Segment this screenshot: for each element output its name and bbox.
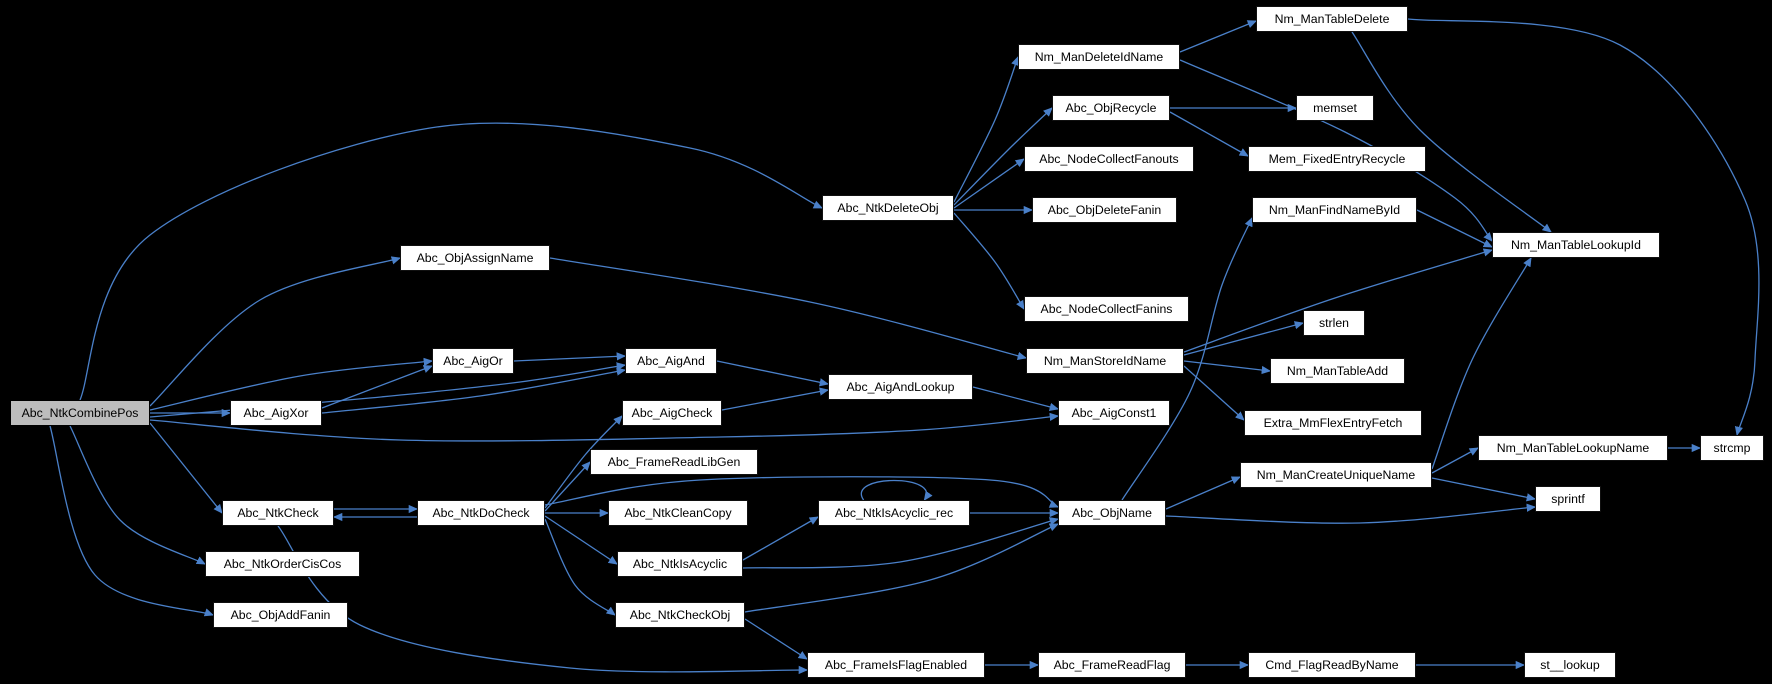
- edge-mantabledelete-mantablelookupid: [1351, 31, 1552, 233]
- edge-manstoreidname-strlen: [1183, 321, 1305, 356]
- edge-combinepos-objaddfanin: [49, 425, 214, 617]
- edge-ntkdeleteobj-objrecycle: [953, 107, 1053, 206]
- graph-node-strlen[interactable]: strlen: [1303, 310, 1365, 336]
- graph-node-extrammflexentryfetch[interactable]: Extra_MmFlexEntryFetch: [1244, 410, 1422, 436]
- graph-node-framereadlibgen[interactable]: Abc_FrameReadLibGen: [590, 449, 758, 475]
- edge-ntkdocheck-aigcheck: [544, 415, 623, 509]
- edge-objname-manfindnamebyid: [1121, 217, 1253, 501]
- graph-node-aigconst1[interactable]: Abc_AigConst1: [1058, 400, 1170, 426]
- edge-ntkisacyclicrec-ntkisacyclicrec: [860, 479, 933, 501]
- edge-combinepos-ntkdeleteobj: [79, 122, 823, 401]
- edge-ntkcheckobj-objname: [744, 523, 1059, 613]
- graph-node-combinepos[interactable]: Abc_NtkCombinePos: [10, 400, 150, 426]
- edge-ntkdocheck-objname: [544, 476, 1059, 508]
- graph-node-ntkcheckobj[interactable]: Abc_NtkCheckObj: [615, 602, 745, 628]
- edge-aigor-aigand: [513, 352, 627, 362]
- graph-node-aigxor[interactable]: Abc_AigXor: [230, 400, 322, 426]
- edge-ntkdeleteobj-mandeleteidname: [953, 56, 1020, 203]
- graph-node-aigcheck[interactable]: Abc_AigCheck: [622, 400, 722, 426]
- graph-node-objname[interactable]: Abc_ObjName: [1058, 500, 1166, 526]
- edge-objassignname-manstoreidname: [549, 257, 1028, 360]
- graph-node-mantablelookupid[interactable]: Nm_ManTableLookupId: [1492, 232, 1660, 258]
- edge-combinepos-aigor: [149, 357, 434, 411]
- edge-aigxor-aigor: [321, 365, 433, 409]
- edge-aigxor-aigand: [321, 367, 627, 414]
- edge-manstoreidname-mantablelookupid: [1183, 248, 1493, 353]
- edge-ntkisacyclic-objname: [742, 517, 1060, 569]
- graph-node-nodecollectfanouts[interactable]: Abc_NodeCollectFanouts: [1024, 146, 1194, 172]
- edge-combinepos-ntkorderciscos: [69, 425, 206, 565]
- graph-node-sprintf[interactable]: sprintf: [1535, 486, 1601, 512]
- edge-mantabledelete-strcmp: [1407, 18, 1760, 437]
- graph-node-mantableadd[interactable]: Nm_ManTableAdd: [1270, 358, 1405, 384]
- graph-node-mandeleteidname[interactable]: Nm_ManDeleteIdName: [1018, 44, 1180, 70]
- edge-aigcheck-aigandlookup: [721, 387, 830, 411]
- graph-node-objdeletefanin[interactable]: Abc_ObjDeleteFanin: [1032, 197, 1177, 223]
- edge-aigand-aigandlookup: [716, 360, 830, 387]
- graph-node-ntkdocheck[interactable]: Abc_NtkDoCheck: [417, 500, 545, 526]
- graph-node-ntkorderciscos[interactable]: Abc_NtkOrderCisCos: [205, 551, 360, 577]
- graph-node-objrecycle[interactable]: Abc_ObjRecycle: [1052, 95, 1170, 121]
- graph-node-memfixedentryrecycle[interactable]: Mem_FixedEntryRecycle: [1248, 146, 1426, 172]
- graph-node-nodecollectfanins[interactable]: Abc_NodeCollectFanins: [1024, 296, 1189, 322]
- graph-node-ntkisacyclic[interactable]: Abc_NtkIsAcyclic: [617, 551, 743, 577]
- graph-node-mantablelookupname[interactable]: Nm_ManTableLookupName: [1478, 435, 1668, 461]
- graph-node-mancreateuniquename[interactable]: Nm_ManCreateUniqueName: [1240, 462, 1432, 488]
- graph-node-memset[interactable]: memset: [1296, 95, 1374, 121]
- graph-node-ntkcleancopy[interactable]: Abc_NtkCleanCopy: [608, 500, 748, 526]
- edge-combinepos-ntkcheck: [149, 422, 223, 514]
- edge-ntkcheck-frameisflagenabled: [277, 525, 809, 675]
- graph-node-framereadflag[interactable]: Abc_FrameReadFlag: [1038, 652, 1186, 678]
- edge-combinepos-aigconst1: [149, 412, 1060, 442]
- edge-ntkdocheck-framereadlibgen: [544, 461, 591, 512]
- graph-node-aigandlookup[interactable]: Abc_AigAndLookup: [828, 374, 973, 400]
- edge-combinepos-aigand: [149, 362, 627, 418]
- graph-node-stlookup[interactable]: st__lookup: [1524, 652, 1616, 678]
- graph-node-objassignname[interactable]: Abc_ObjAssignName: [400, 245, 550, 271]
- edge-manfindnamebyid-mantablelookupid: [1416, 209, 1493, 248]
- graph-node-mantabledelete[interactable]: Nm_ManTableDelete: [1256, 6, 1408, 32]
- edge-mancreateuniquename-mantablelookupname: [1431, 447, 1479, 474]
- edge-aigandlookup-aigconst1: [972, 386, 1060, 411]
- edge-ntkisacyclic-ntkisacyclicrec: [742, 516, 819, 561]
- graph-node-manstoreidname[interactable]: Nm_ManStoreIdName: [1026, 348, 1184, 374]
- graph-node-cmdflagreadbyname[interactable]: Cmd_FlagReadByName: [1248, 652, 1416, 678]
- graph-node-aigor[interactable]: Abc_AigOr: [432, 348, 514, 374]
- graph-node-ntkdeleteobj[interactable]: Abc_NtkDeleteObj: [822, 195, 954, 221]
- edge-ntkdocheck-ntkisacyclic: [544, 515, 618, 565]
- graph-node-strcmp[interactable]: strcmp: [1700, 435, 1764, 461]
- graph-node-frameisflagenabled[interactable]: Abc_FrameIsFlagEnabled: [807, 652, 985, 678]
- graph-node-aigand[interactable]: Abc_AigAnd: [625, 348, 717, 374]
- edge-objname-sprintf: [1165, 503, 1537, 524]
- edge-mancreateuniquename-sprintf: [1431, 477, 1537, 502]
- graph-node-ntkcheck[interactable]: Abc_NtkCheck: [222, 500, 334, 526]
- graph-node-objaddfanin[interactable]: Abc_ObjAddFanin: [213, 602, 348, 628]
- edge-objrecycle-memfixedentryrecycle: [1169, 111, 1249, 157]
- edge-mancreateuniquename-mantablelookupid: [1431, 257, 1532, 470]
- edge-ntkdeleteobj-nodecollectfanouts: [953, 158, 1025, 209]
- edge-ntkcheckobj-frameisflagenabled: [744, 618, 808, 660]
- edge-mandeleteidname-mantabledelete: [1179, 20, 1257, 53]
- graph-node-manfindnamebyid[interactable]: Nm_ManFindNameById: [1252, 197, 1417, 223]
- edge-ntkdeleteobj-nodecollectfanins: [953, 212, 1025, 310]
- edge-combinepos-objassignname: [149, 256, 401, 407]
- edge-ntkdocheck-ntkcheckobj: [544, 518, 616, 616]
- edge-objname-mancreateuniquename: [1165, 476, 1241, 510]
- edge-manstoreidname-extrammflexentryfetch: [1183, 365, 1245, 421]
- graph-node-ntkisacyclicrec[interactable]: Abc_NtkIsAcyclic_rec: [818, 500, 970, 526]
- edge-manstoreidname-mantableadd: [1183, 360, 1272, 375]
